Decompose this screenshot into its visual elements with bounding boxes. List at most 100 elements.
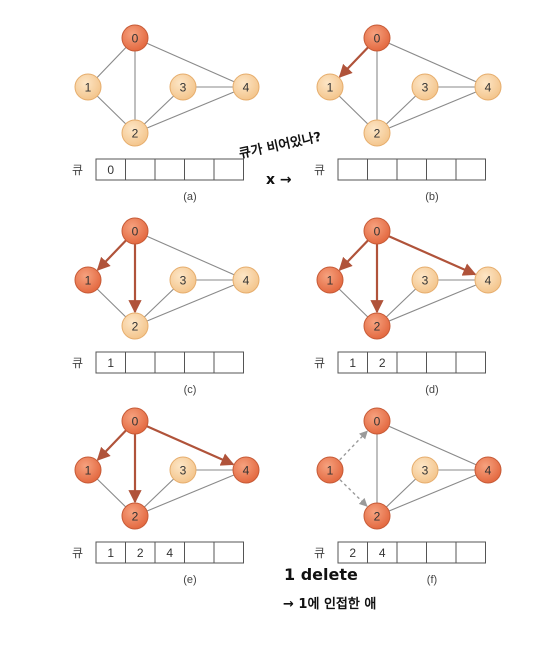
node-label-0: 0 bbox=[132, 415, 139, 429]
node-3 bbox=[169, 266, 197, 294]
node-4 bbox=[474, 266, 502, 294]
node-0 bbox=[363, 217, 391, 245]
node-label-4: 4 bbox=[485, 464, 492, 478]
tree-edge-0-1 bbox=[96, 429, 127, 461]
node-label-2: 2 bbox=[374, 127, 381, 141]
panel-f: 0 1 2 3 4 큐 2 4 (f) bbox=[314, 407, 502, 586]
tree-edge-0-1 bbox=[96, 239, 127, 271]
node-label-1: 1 bbox=[327, 464, 334, 478]
note-queue-empty: 큐가 비어있나? bbox=[238, 129, 323, 162]
node-2 bbox=[121, 119, 149, 147]
queue-cell bbox=[213, 541, 244, 564]
queue-value: 0 bbox=[107, 163, 114, 177]
queue-cell bbox=[184, 158, 215, 181]
node-4 bbox=[232, 266, 260, 294]
node-1 bbox=[316, 266, 344, 294]
queue-value: 2 bbox=[349, 546, 356, 560]
queue-value: 2 bbox=[379, 356, 386, 370]
adjacent-edge-1-0 bbox=[339, 430, 368, 461]
node-label-0: 0 bbox=[132, 225, 139, 239]
edge-2-4 bbox=[376, 469, 489, 517]
node-label-4: 4 bbox=[485, 274, 492, 288]
queue-cell bbox=[125, 158, 156, 181]
tree-edge-0-1 bbox=[338, 239, 369, 271]
node-label-0: 0 bbox=[132, 32, 139, 46]
queue-value: 4 bbox=[379, 546, 386, 560]
queue-value: 1 bbox=[107, 546, 114, 560]
tree-edge-0-1 bbox=[338, 46, 369, 78]
node-0 bbox=[363, 24, 391, 52]
node-2 bbox=[363, 119, 391, 147]
node-label-1: 1 bbox=[327, 81, 334, 95]
node-3 bbox=[411, 73, 439, 101]
queue-label: 큐 bbox=[72, 356, 83, 370]
queue-cell bbox=[426, 158, 457, 181]
queue-cell bbox=[213, 351, 244, 374]
node-label-2: 2 bbox=[132, 320, 139, 334]
node-4 bbox=[232, 456, 260, 484]
node-3 bbox=[411, 266, 439, 294]
edge-2-4 bbox=[134, 86, 247, 134]
queue-label: 큐 bbox=[314, 546, 325, 560]
node-label-4: 4 bbox=[243, 464, 250, 478]
node-4 bbox=[474, 456, 502, 484]
panel-label: (d) bbox=[425, 384, 438, 396]
node-label-2: 2 bbox=[374, 320, 381, 334]
node-label-1: 1 bbox=[327, 274, 334, 288]
node-3 bbox=[169, 456, 197, 484]
node-label-1: 1 bbox=[85, 464, 92, 478]
edge-0-4 bbox=[376, 37, 489, 88]
queue-cell bbox=[396, 158, 427, 181]
edge-0-4 bbox=[376, 420, 489, 471]
panel-label: (c) bbox=[184, 384, 197, 396]
note-adjacent: → 1에 인접한 애 bbox=[283, 596, 376, 612]
panel-c: 0 1 2 3 4 큐 1 (c) bbox=[72, 217, 260, 396]
queue-label: 큐 bbox=[72, 546, 83, 560]
tree-edge-0-4 bbox=[388, 235, 477, 276]
node-label-0: 0 bbox=[374, 32, 381, 46]
node-label-4: 4 bbox=[243, 274, 250, 288]
node-0 bbox=[363, 407, 391, 435]
node-0 bbox=[121, 24, 149, 52]
note-x-arrow: x → bbox=[266, 172, 292, 188]
panel-label: (f) bbox=[427, 574, 437, 586]
node-1 bbox=[74, 73, 102, 101]
queue-label: 큐 bbox=[72, 163, 83, 177]
node-label-3: 3 bbox=[422, 274, 429, 288]
node-label-0: 0 bbox=[374, 415, 381, 429]
queue-cell bbox=[154, 351, 185, 374]
node-label-3: 3 bbox=[180, 274, 187, 288]
adjacent-edge-1-2 bbox=[339, 479, 368, 507]
edge-2-4 bbox=[376, 86, 489, 134]
node-3 bbox=[169, 73, 197, 101]
edge-0-4 bbox=[134, 230, 247, 281]
node-label-0: 0 bbox=[374, 225, 381, 239]
edge-2-4 bbox=[134, 469, 247, 517]
node-label-4: 4 bbox=[485, 81, 492, 95]
queue-label: 큐 bbox=[314, 163, 325, 177]
node-0 bbox=[121, 407, 149, 435]
node-label-3: 3 bbox=[422, 81, 429, 95]
queue-cell bbox=[455, 541, 486, 564]
node-1 bbox=[316, 73, 344, 101]
queue-cell bbox=[455, 158, 486, 181]
queue-value: 1 bbox=[349, 356, 356, 370]
node-label-3: 3 bbox=[422, 464, 429, 478]
node-4 bbox=[474, 73, 502, 101]
node-label-3: 3 bbox=[180, 81, 187, 95]
queue-value: 1 bbox=[107, 356, 114, 370]
node-label-1: 1 bbox=[85, 274, 92, 288]
panel-label: (e) bbox=[183, 574, 196, 586]
queue-cell bbox=[184, 351, 215, 374]
node-3 bbox=[411, 456, 439, 484]
node-label-2: 2 bbox=[132, 127, 139, 141]
queue-cell bbox=[125, 351, 156, 374]
node-label-2: 2 bbox=[374, 510, 381, 524]
queue-cell bbox=[396, 351, 427, 374]
node-label-4: 4 bbox=[243, 81, 250, 95]
panel-label: (a) bbox=[183, 191, 196, 203]
